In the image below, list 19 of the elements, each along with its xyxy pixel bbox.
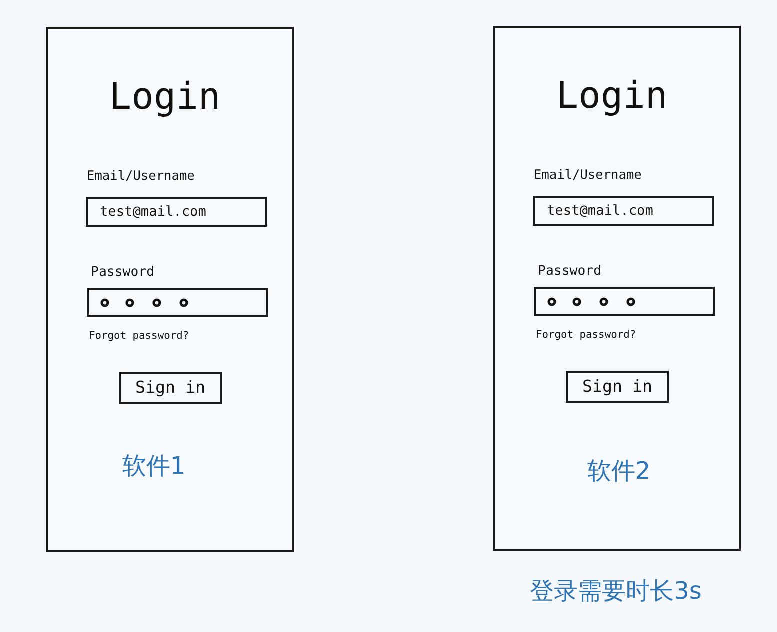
field-label: Password [91,266,155,280]
phone-frame [46,27,294,552]
input-field: test@mail.com [533,196,714,226]
heading: Login [556,76,668,114]
forgot-password-link: Forgot password? [536,330,636,340]
phone-frame [493,26,741,551]
heading: Login [109,78,221,114]
app-label: 软件1 [122,454,186,478]
password-field [534,287,715,316]
field-label: Email/Username [534,170,642,182]
field-label: Email/Username [87,170,195,184]
note: 登录需要时长3s [530,579,702,603]
forgot-password-link: Forgot password? [89,330,190,342]
field-label: Password [538,265,602,279]
input-field: test@mail.com [86,197,267,227]
sign-in-button: Sign in [566,371,669,403]
sign-in-button: Sign in [119,372,222,404]
app-label: 软件2 [587,459,651,483]
password-field [87,288,268,317]
